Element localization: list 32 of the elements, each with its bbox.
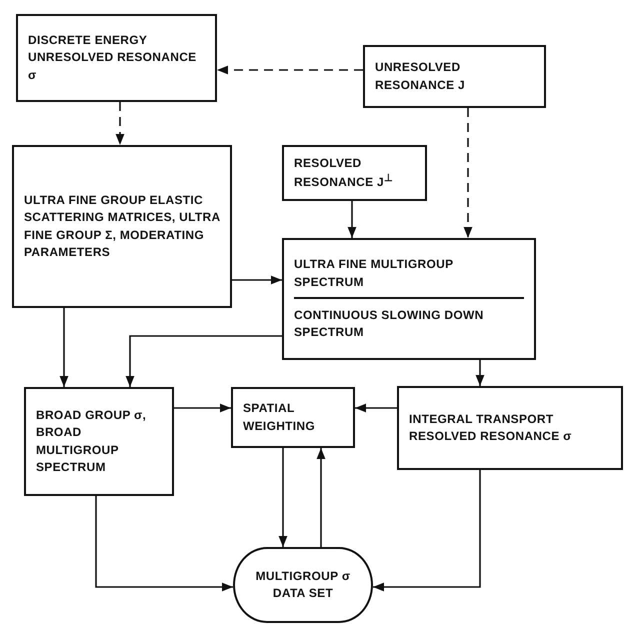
arrow: [174, 404, 231, 412]
box-label: ULTRA FINE GROUP ELASTIC SCATTERING MATRICES, ULTRA FINE GROUP Σ, MODERATING PARAMETERS: [24, 192, 220, 261]
box-label: BROAD GROUP σ, BROAD MULTIGROUP SPECTRUM: [36, 406, 148, 476]
arrow: [348, 201, 356, 238]
process-box: [16, 14, 217, 102]
box-label: SPATIAL WEIGHTING: [243, 400, 316, 434]
process-box: [363, 45, 546, 108]
arrow: [278, 448, 288, 547]
box-label: MULTIGROUP σ DATA SET: [254, 568, 352, 602]
dashed-arrow: [464, 108, 472, 238]
box-label: RESOLVED RESONANCE J$^{⊥}$: [294, 154, 394, 191]
process-box: [12, 145, 232, 308]
process-box: [282, 145, 427, 201]
box-label: CONTINUOUS SLOWING DOWN SPECTRUM: [294, 307, 485, 342]
process-box: [397, 386, 623, 470]
arrow: [476, 360, 484, 386]
arrow: [355, 404, 397, 412]
arrow: [95, 496, 233, 592]
arrow: [232, 276, 282, 284]
arrow: [316, 448, 326, 547]
dashed-arrow: [116, 102, 124, 145]
dashed-arrow: [217, 66, 363, 74]
box-label: DISCRETE ENERGY UNRESOLVED RESONANCE σ: [28, 32, 198, 84]
arrow: [126, 335, 282, 387]
arrow: [373, 470, 481, 592]
process-box: [24, 387, 174, 496]
box-label: ULTRA FINE MULTIGROUP SPECTRUM: [294, 256, 454, 291]
box-label: UNRESOLVED RESONANCE J: [375, 59, 466, 94]
box-label: INTEGRAL TRANSPORT RESOLVED RESONANCE σ: [409, 410, 573, 445]
process-box: [282, 238, 536, 360]
process-box: [231, 387, 355, 448]
arrow: [60, 308, 68, 387]
